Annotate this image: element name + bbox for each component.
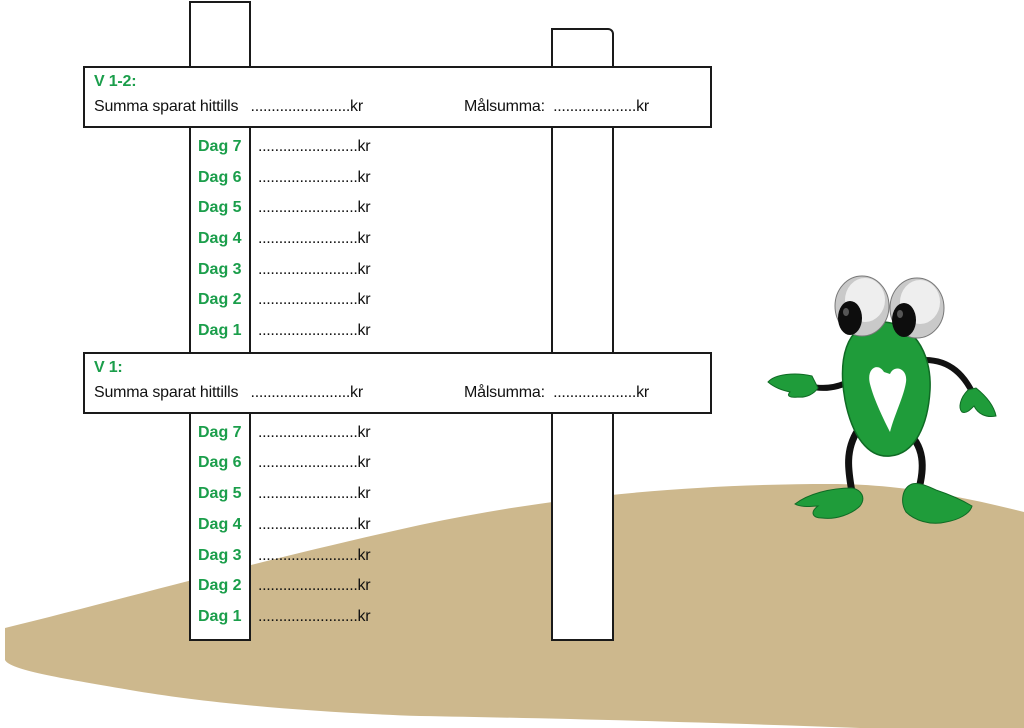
day-label: Dag 5 (198, 199, 242, 216)
day-label: Dag 7 (198, 424, 242, 441)
day-label: Dag 4 (198, 516, 242, 533)
day-label: Dag 3 (198, 547, 242, 564)
day-amount-field[interactable]: ........................kr (258, 454, 371, 471)
goal-label: Målsumma: (464, 384, 545, 401)
day-amount-field[interactable]: ........................kr (258, 608, 371, 625)
currency-label: kr (636, 98, 649, 115)
day-label: Dag 7 (198, 138, 242, 155)
day-amount-field[interactable]: ........................kr (258, 485, 371, 502)
day-amount-field[interactable]: ........................kr (258, 291, 371, 308)
saved-total-row: Summa sparat hittills ..................… (94, 98, 363, 116)
board-week-1: V 1: Summa sparat hittills .............… (83, 352, 712, 414)
day-amount-field[interactable]: ........................kr (258, 424, 371, 441)
saved-total-row: Summa sparat hittills ..................… (94, 384, 363, 402)
day-amount-field[interactable]: ........................kr (258, 547, 371, 564)
goal-field[interactable]: .................... (553, 98, 637, 115)
saved-label: Summa sparat hittills (94, 384, 239, 401)
saved-field[interactable]: ........................ (250, 384, 351, 401)
day-amount-field[interactable]: ........................kr (258, 138, 371, 155)
currency-label: kr (350, 384, 363, 401)
goal-row: Målsumma: ....................kr (464, 384, 649, 402)
saved-field[interactable]: ........................ (250, 98, 351, 115)
day-label: Dag 1 (198, 322, 242, 339)
day-label: Dag 6 (198, 169, 242, 186)
ground-hill (5, 484, 1024, 728)
right-post (551, 28, 614, 641)
board-week-1-2: V 1-2: Summa sparat hittills ...........… (83, 66, 712, 128)
goal-label: Målsumma: (464, 98, 545, 115)
currency-label: kr (636, 384, 649, 401)
goal-row: Målsumma: ....................kr (464, 98, 649, 116)
day-label: Dag 5 (198, 485, 242, 502)
goal-field[interactable]: .................... (553, 384, 637, 401)
saved-label: Summa sparat hittills (94, 98, 239, 115)
day-amount-field[interactable]: ........................kr (258, 577, 371, 594)
frog-icon (767, 275, 997, 524)
day-label: Dag 2 (198, 577, 242, 594)
day-label: Dag 4 (198, 230, 242, 247)
day-amount-field[interactable]: ........................kr (258, 261, 371, 278)
day-label: Dag 6 (198, 454, 242, 471)
board-title: V 1-2: (94, 73, 137, 90)
day-amount-field[interactable]: ........................kr (258, 516, 371, 533)
day-amount-field[interactable]: ........................kr (258, 322, 371, 339)
day-label: Dag 1 (198, 608, 242, 625)
board-title: V 1: (94, 359, 123, 376)
day-amount-field[interactable]: ........................kr (258, 169, 371, 186)
day-label: Dag 3 (198, 261, 242, 278)
day-label: Dag 2 (198, 291, 242, 308)
day-amount-field[interactable]: ........................kr (258, 230, 371, 247)
day-amount-field[interactable]: ........................kr (258, 199, 371, 216)
currency-label: kr (350, 98, 363, 115)
